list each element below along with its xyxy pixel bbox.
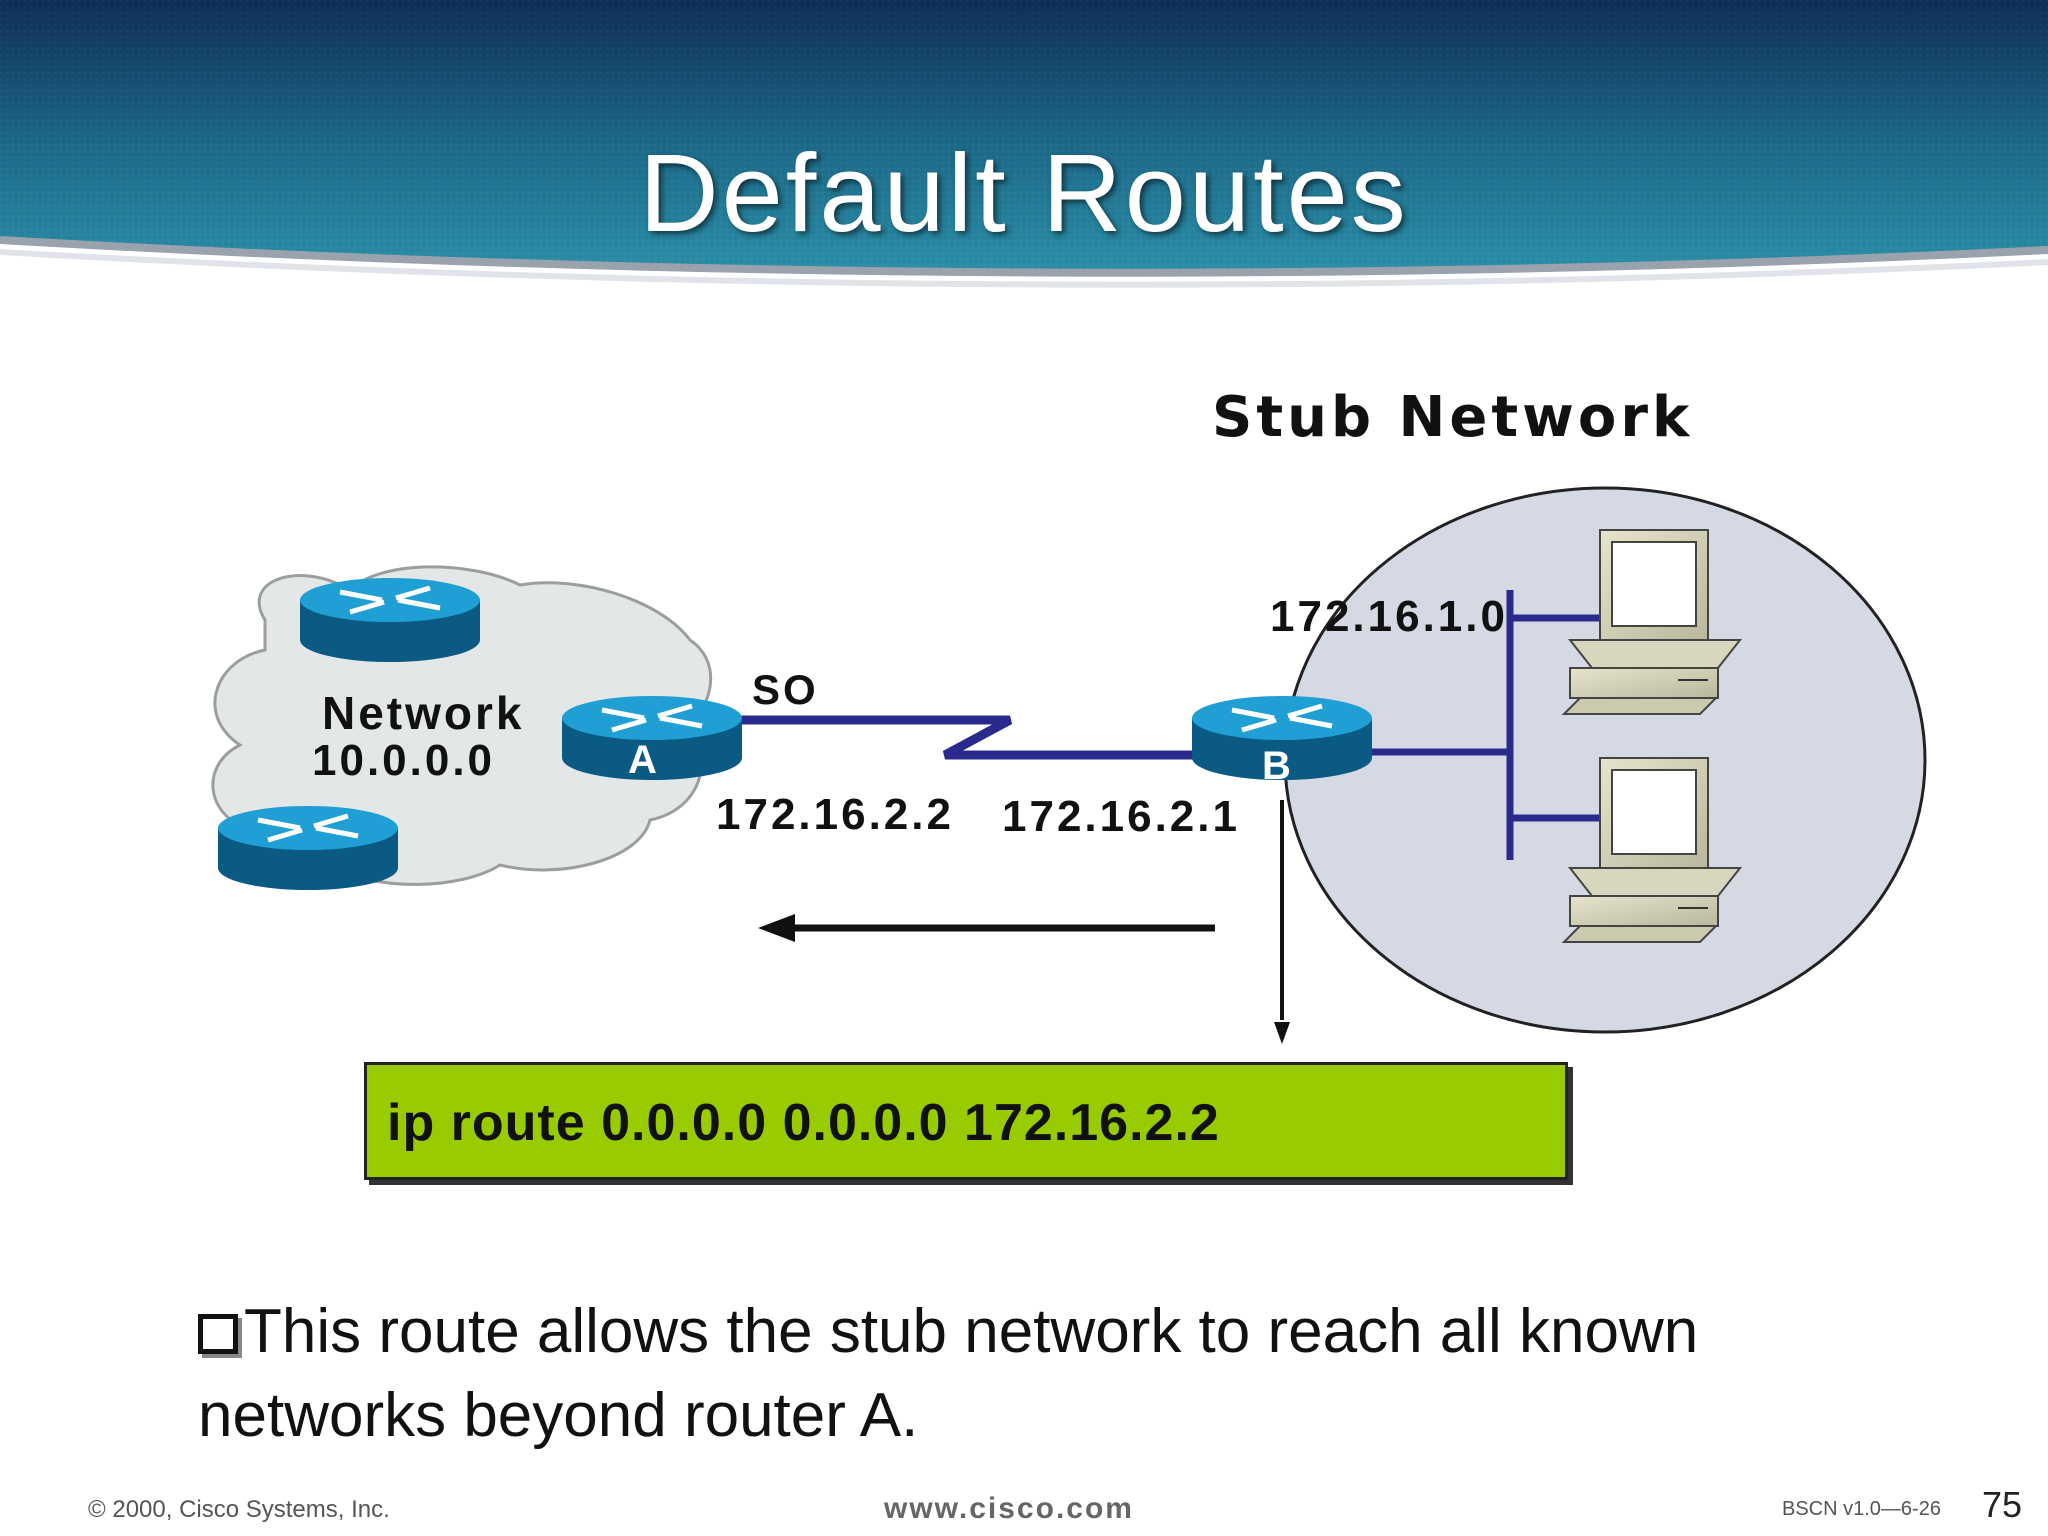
workstation-icon bbox=[1561, 529, 1743, 715]
router-a-ip: 172.16.2.2 bbox=[716, 790, 954, 839]
workstation-icon bbox=[1561, 757, 1743, 943]
router-a-icon bbox=[562, 696, 742, 780]
checkbox-bullet-icon bbox=[198, 1314, 238, 1354]
footer-course: BSCN v1.0—6-26 bbox=[1782, 1498, 1941, 1520]
router-b-icon bbox=[1192, 696, 1372, 780]
router-b-ip: 172.16.2.1 bbox=[1002, 792, 1240, 841]
router-a-label: A bbox=[628, 738, 657, 782]
page-number: 75 bbox=[1982, 1484, 2023, 1525]
footer-copyright: © 2000, Cisco Systems, Inc. bbox=[88, 1496, 390, 1523]
title-banner bbox=[0, 0, 2048, 288]
lan-ip: 172.16.1.0 bbox=[1270, 592, 1508, 641]
router-b-label: B bbox=[1262, 744, 1291, 788]
interface-label: SO bbox=[752, 666, 819, 713]
stub-network-label: Stub Network bbox=[1212, 385, 1694, 450]
bullet-text: This route allows the stub network to re… bbox=[198, 1297, 1699, 1450]
page-title: Default Routes bbox=[639, 132, 1409, 255]
bullet-point: This route allows the stub network to re… bbox=[198, 1290, 1898, 1458]
network-address: 10.0.0.0 bbox=[312, 736, 496, 785]
network-label: Network bbox=[322, 687, 525, 739]
footer-url: www.cisco.com bbox=[884, 1492, 1134, 1525]
lan-segment bbox=[1370, 590, 1600, 860]
router-icon bbox=[300, 578, 480, 662]
command-box: ip route 0.0.0.0 0.0.0.0 172.16.2.2 bbox=[364, 1062, 1568, 1180]
config-pointer-arrow bbox=[1274, 800, 1290, 1044]
serial-link bbox=[735, 715, 1200, 760]
command-text: ip route 0.0.0.0 0.0.0.0 172.16.2.2 bbox=[387, 1094, 1220, 1152]
default-route-arrow bbox=[758, 914, 1215, 942]
router-icon bbox=[218, 806, 398, 890]
